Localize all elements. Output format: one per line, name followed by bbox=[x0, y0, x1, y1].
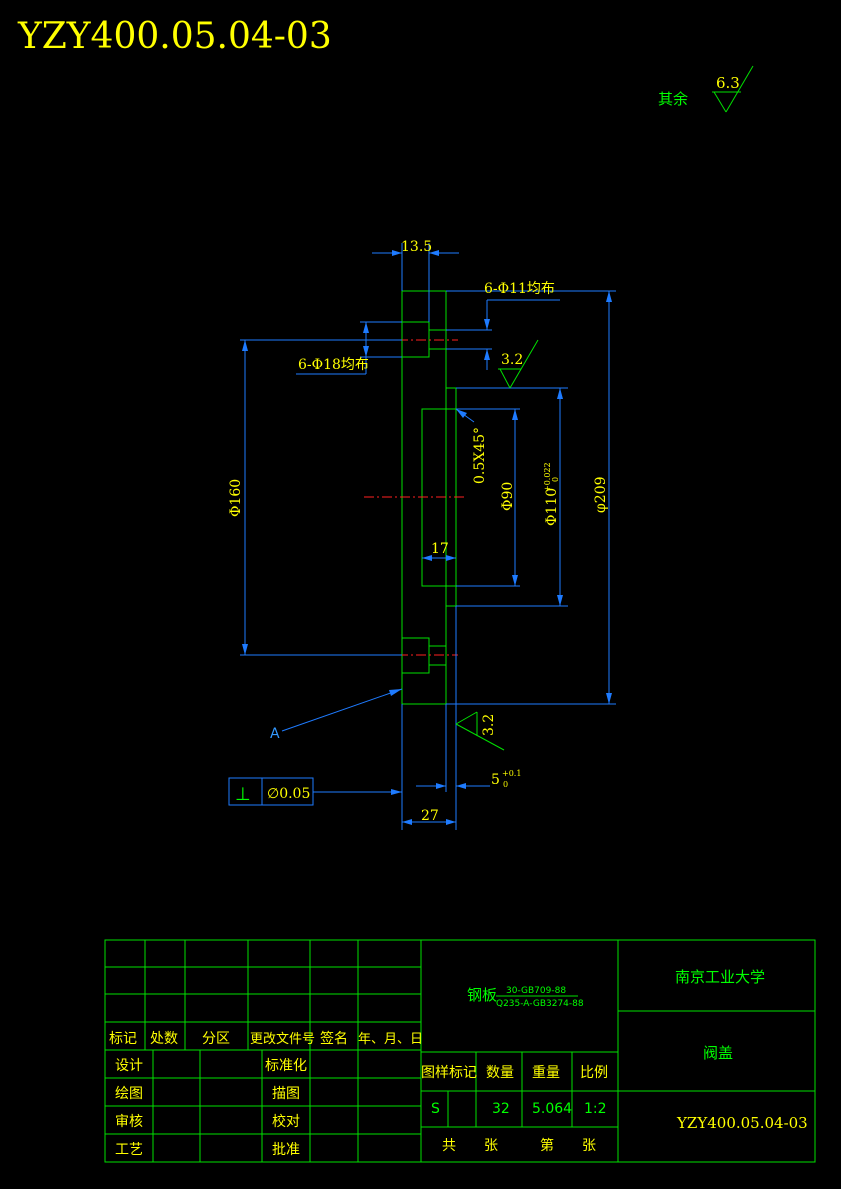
label-drawing: 绘图 bbox=[115, 1086, 143, 1102]
dim-phi-160: Φ160 bbox=[228, 479, 244, 517]
dim-phi-90: Φ90 bbox=[500, 482, 516, 511]
dim-5: 5 bbox=[491, 772, 500, 788]
dim-13-5: 13.5 bbox=[401, 239, 432, 255]
dim-phi-110-tol-upper: +0.022 bbox=[543, 462, 552, 492]
rev-header-mark: 标记 bbox=[109, 1031, 137, 1047]
material-spec-top: 30-GB709-88 bbox=[506, 986, 566, 996]
attr-header-weight: 重量 bbox=[532, 1065, 560, 1081]
roughness-rest-symbol bbox=[712, 65, 754, 113]
school-name: 南京工业大学 bbox=[675, 968, 765, 986]
title-block-grid bbox=[104, 939, 816, 1163]
roughness-rest-label: 其余 bbox=[658, 90, 688, 108]
tolerance-value: ∅0.05 bbox=[267, 786, 310, 802]
label-approve: 批准 bbox=[272, 1142, 300, 1158]
dim-phi-110-tol-lower: 0 bbox=[551, 477, 560, 482]
roughness-top-value: 3.2 bbox=[501, 352, 523, 368]
rev-header-sign: 签名 bbox=[320, 1030, 348, 1047]
dimension-lines bbox=[240, 243, 616, 830]
rev-header-date: 年、月、日 bbox=[358, 1032, 423, 1047]
perpendicularity-symbol: ⊥ bbox=[235, 784, 251, 805]
dim-17: 17 bbox=[431, 541, 449, 557]
material-spec-bottom: Q235-A-GB3274-88 bbox=[496, 999, 584, 1009]
header-drawing-number: YZY400.05.04-03 bbox=[17, 16, 332, 57]
roughness-bottom-value: 3.2 bbox=[481, 714, 497, 736]
dim-holes-18: 6-Φ18均布 bbox=[298, 357, 369, 373]
sheet-total-label: 共 bbox=[442, 1138, 456, 1154]
attr-header-qty: 数量 bbox=[486, 1065, 514, 1081]
part-outline bbox=[401, 290, 457, 705]
datum-label: A bbox=[270, 726, 280, 742]
attr-header-mark: 图样标记 bbox=[421, 1065, 477, 1081]
dim-phi-110: Φ110 bbox=[544, 488, 560, 526]
center-lines bbox=[364, 339, 466, 656]
attr-value-qty: 32 bbox=[492, 1101, 510, 1117]
label-tracing: 描图 bbox=[272, 1086, 300, 1102]
tolerance-frame bbox=[228, 777, 314, 806]
roughness-symbol-top bbox=[498, 339, 539, 389]
label-check: 校对 bbox=[272, 1113, 300, 1130]
sheet-unit-2: 张 bbox=[582, 1138, 596, 1154]
rev-header-count: 处数 bbox=[150, 1031, 178, 1047]
label-design: 设计 bbox=[115, 1058, 143, 1074]
label-standardization: 标准化 bbox=[265, 1058, 307, 1074]
label-review: 审核 bbox=[115, 1114, 143, 1130]
rev-header-zone: 分区 bbox=[202, 1031, 230, 1047]
part-name: 阀盖 bbox=[703, 1044, 733, 1062]
label-process: 工艺 bbox=[115, 1142, 143, 1158]
dim-5-tol-lower: 0 bbox=[503, 780, 508, 789]
dim-27: 27 bbox=[421, 808, 439, 824]
dim-chamfer: 0.5X45° bbox=[472, 427, 488, 484]
roughness-rest-value: 6.3 bbox=[716, 74, 740, 92]
dim-holes-11: 6-Φ11均布 bbox=[484, 281, 555, 297]
rev-header-doc: 更改文件号 bbox=[250, 1032, 315, 1047]
sheet-number-label: 第 bbox=[540, 1137, 554, 1154]
sheet-unit-1: 张 bbox=[484, 1138, 498, 1154]
title-block-drawing-number: YZY400.05.04-03 bbox=[676, 1114, 808, 1132]
attr-header-scale: 比例 bbox=[580, 1065, 608, 1081]
material-main: 钢板 bbox=[467, 986, 497, 1004]
attr-value-mark-s: S bbox=[431, 1101, 440, 1117]
dim-5-tol-upper: +0.1 bbox=[502, 769, 521, 778]
roughness-symbol-bottom bbox=[455, 711, 505, 751]
attr-value-weight: 5.064 bbox=[532, 1101, 572, 1117]
dim-phi-209: φ209 bbox=[593, 476, 609, 513]
attr-value-scale: 1:2 bbox=[584, 1101, 607, 1117]
